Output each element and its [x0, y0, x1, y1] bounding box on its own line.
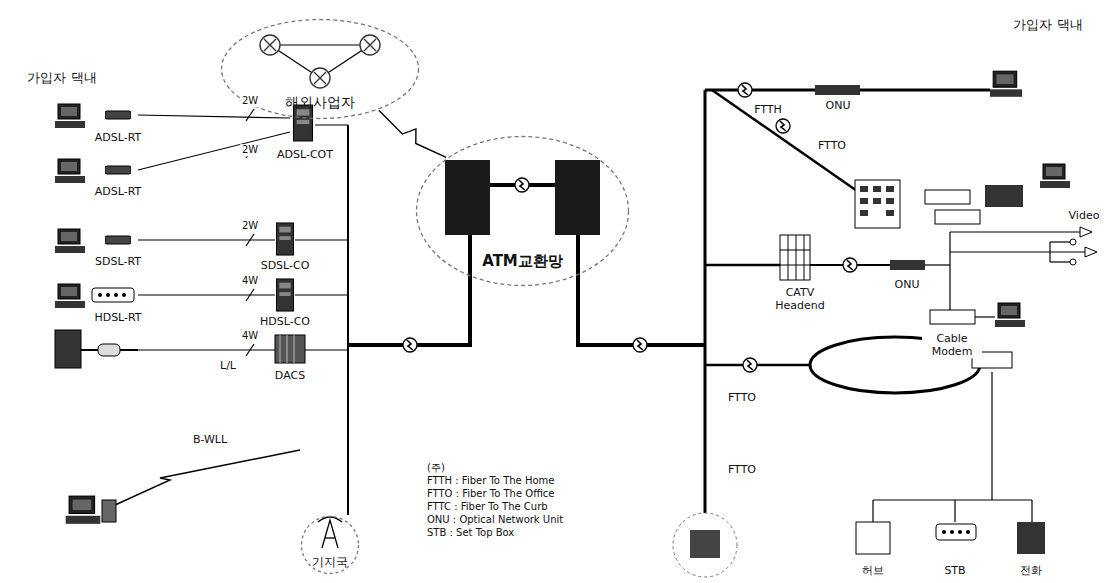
part-label: 2W — [240, 95, 260, 107]
part-label: 전화 — [1018, 565, 1044, 578]
base-station-circle: 기지국 — [300, 515, 360, 575]
part-label: HDSL-RT — [92, 312, 143, 325]
part-label: ONU — [824, 100, 853, 113]
part-label: FTTH — [752, 104, 784, 117]
node-label: 해외사업자 — [285, 94, 355, 112]
part-label: ADSL-COT — [275, 149, 335, 162]
part-label: HDSL-CO — [258, 316, 312, 329]
part-label: 2W — [240, 144, 260, 156]
part-label: CATV Headend — [767, 287, 833, 312]
part-label: DACS — [273, 370, 307, 383]
part-label: L/L — [218, 360, 238, 373]
part-label: B-WLL — [191, 434, 229, 447]
part-label: 허브 — [860, 565, 886, 578]
part-label: STB — [942, 565, 967, 578]
part-label: 가입자 댁내 — [1011, 18, 1084, 33]
note-text: (주) — [425, 462, 447, 474]
note-text: FTTC : Fiber To The Curb — [425, 501, 550, 513]
wireless-link — [379, 110, 446, 157]
note-text: FTTH : Fiber To The Home — [425, 475, 556, 487]
node-label: ATM교환망 — [482, 252, 563, 271]
part-label: Video — [1067, 210, 1102, 223]
note-text: ONU : Optical Network Unit — [425, 514, 565, 526]
note-text: FTTO : Fiber To The Office — [425, 488, 556, 500]
part-label: FTTO — [816, 140, 848, 153]
part-label: 2W — [240, 220, 260, 232]
network-ellipse: ATM교환망 — [415, 135, 630, 287]
node-label: 기지국 — [312, 554, 348, 571]
part-label: ADSL-RT — [93, 132, 143, 145]
part-label: SDSL-CO — [259, 260, 312, 273]
part-label: FTTO — [726, 464, 758, 477]
part-label: 4W — [240, 330, 260, 342]
part-label: ONU — [893, 279, 922, 292]
part-label: FTTO — [726, 392, 758, 405]
note-text: STB : Set Top Box — [425, 527, 516, 539]
part-label: 4W — [240, 275, 260, 287]
part-label: ADSL-RT — [93, 186, 143, 199]
part-label: SDSL-RT — [93, 256, 143, 269]
part-label: Cable Modem — [922, 333, 982, 358]
part-label: 가입자 댁내 — [25, 71, 98, 86]
